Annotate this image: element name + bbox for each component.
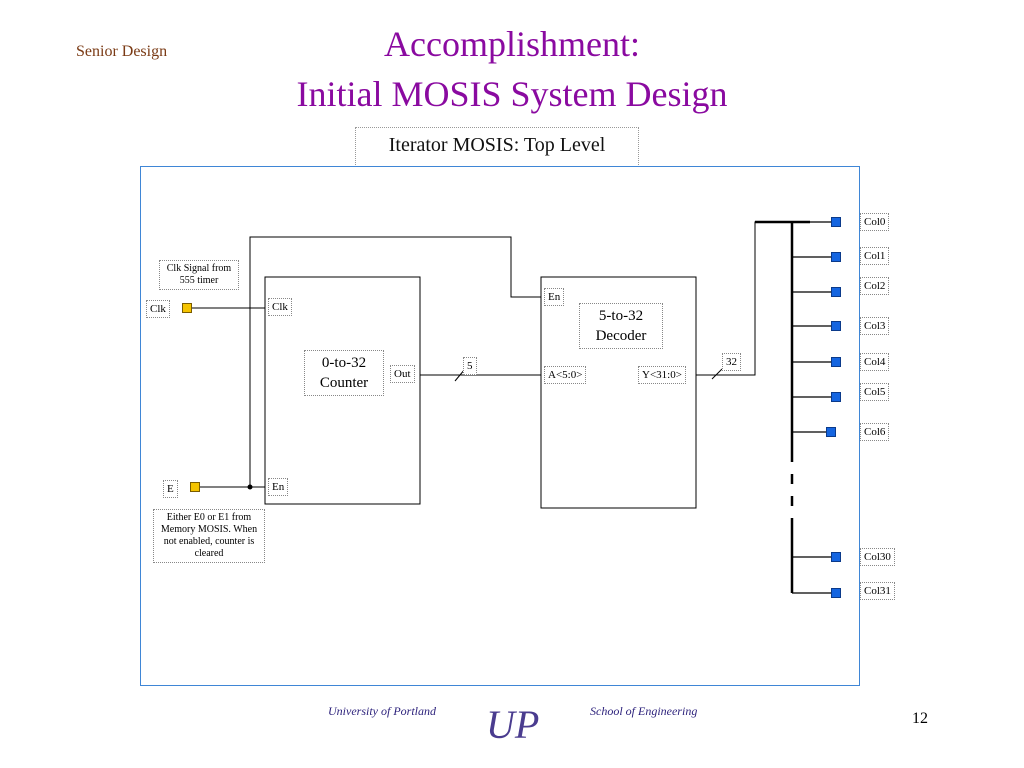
col0-label: Col0 <box>860 213 890 231</box>
counter-clk-pin: Clk <box>268 298 292 316</box>
decoder-en-pin: En <box>544 288 565 306</box>
slide-title-line-2: Initial MOSIS System Design <box>296 74 728 114</box>
bus-width-out: 32 <box>722 353 741 371</box>
enable-route-wire <box>249 236 541 487</box>
col3-label: Col3 <box>860 317 890 335</box>
col3-port <box>831 321 841 331</box>
decoder-y-pin: Y<31:0> <box>638 366 686 384</box>
decoder-block <box>540 276 697 509</box>
col6-label: Col6 <box>860 423 890 441</box>
col31-port <box>831 588 841 598</box>
col4-port <box>831 357 841 367</box>
footer-university: University of Portland <box>328 704 436 718</box>
col6-port <box>826 427 836 437</box>
col2-label: Col2 <box>860 277 890 295</box>
counter-block <box>264 276 421 505</box>
output-branches <box>792 221 832 594</box>
col30-port <box>831 552 841 562</box>
col5-port <box>831 392 841 402</box>
diagram-title: Iterator MOSIS: Top Level <box>355 127 639 165</box>
header-label: Senior Design <box>76 43 168 60</box>
page-number: 12 <box>912 710 928 727</box>
col5-label: Col5 <box>860 383 890 401</box>
col1-label: Col1 <box>860 247 890 265</box>
university-logo: UP <box>486 702 539 747</box>
footer-school: School of Engineering <box>590 704 698 718</box>
counter-en-pin: En <box>268 478 289 496</box>
clk-port-label: Clk <box>146 300 170 318</box>
col31-label: Col31 <box>860 582 895 600</box>
bus-slash-out <box>711 368 723 380</box>
clk-input-port <box>182 303 192 313</box>
slide-title-line-1: Accomplishment: <box>384 24 640 64</box>
bus-width-in: 5 <box>463 357 477 375</box>
e-input-port <box>190 482 200 492</box>
col30-label: Col30 <box>860 548 895 566</box>
col4-label: Col4 <box>860 353 890 371</box>
col1-port <box>831 252 841 262</box>
enable-note: Either E0 or E1 from Memory MOSIS. When … <box>153 509 265 563</box>
counter-out-pin: Out <box>390 365 415 383</box>
decoder-out-bus <box>696 221 790 376</box>
e-port-label: E <box>163 480 178 498</box>
junction-dot <box>247 484 253 490</box>
col0-port <box>831 217 841 227</box>
decoder-title: 5-to-32 Decoder <box>579 303 663 349</box>
svg-text:UP: UP <box>486 702 539 747</box>
col2-port <box>831 287 841 297</box>
decoder-a-pin: A<5:0> <box>544 366 587 384</box>
diagram-frame <box>140 166 860 686</box>
clk-signal-note: Clk Signal from 555 timer <box>159 260 239 290</box>
counter-title: 0-to-32 Counter <box>304 350 384 396</box>
